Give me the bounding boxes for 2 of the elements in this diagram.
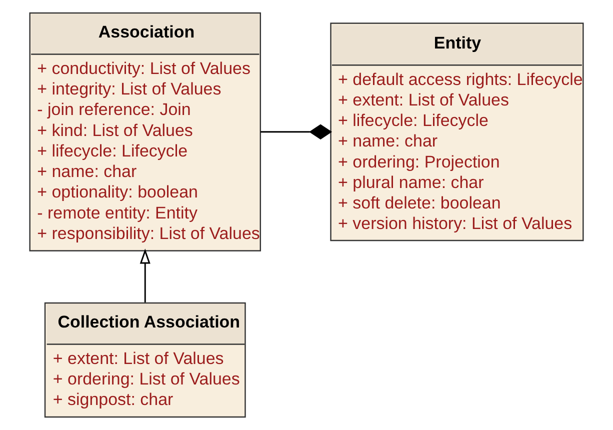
arrow <box>140 248 150 302</box>
connector <box>260 124 332 140</box>
